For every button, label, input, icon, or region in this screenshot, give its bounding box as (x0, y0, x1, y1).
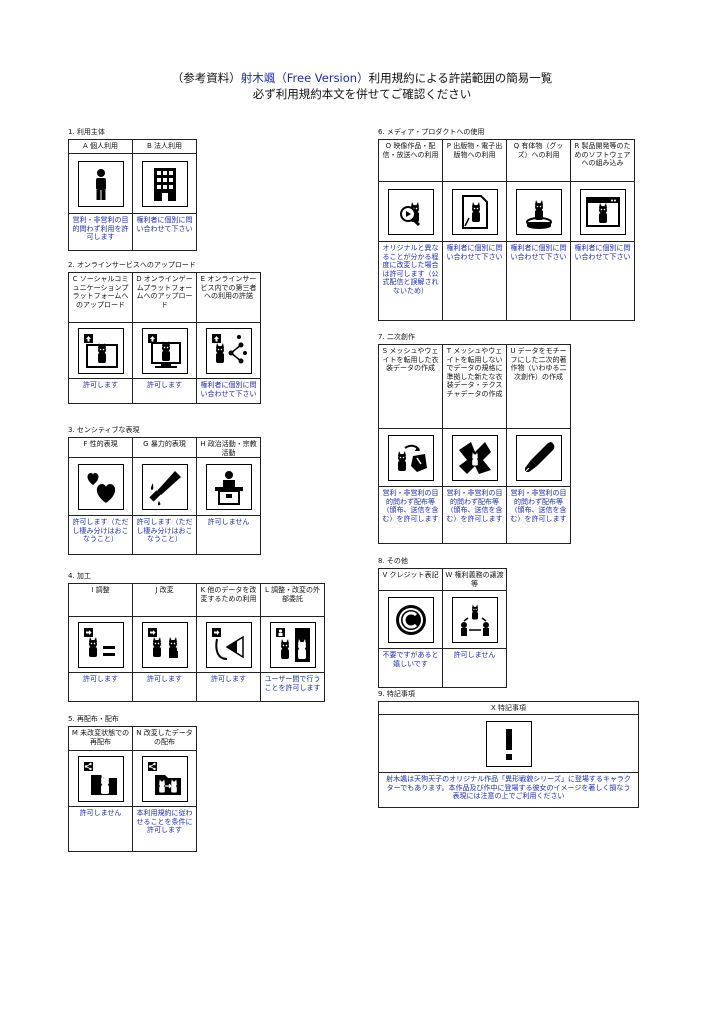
item-q-merchandise: Q 有体物（グッズ）への利用 権利者に個別に問い合わせて下さい (507, 140, 571, 320)
character-name: 射木颯（Free Version） (240, 71, 369, 85)
item-o-video-broadcast: O 映像作品・配信・放送への利用 オリジナルと異なることが分かる程度に改変した場… (379, 140, 443, 320)
podium-icon (205, 463, 252, 510)
knife-icon (141, 463, 188, 510)
adjust-icon (77, 621, 124, 668)
section-9-special-notes: 9. 特記事項 X 特記事項 射木颯は天狗天子のオリジナル作品「異形戦貌シリーズ… (378, 690, 639, 808)
item-b-corporate-use: B 法人利用 権利者に個別に問い合わせて下さい (133, 140, 196, 250)
document-title: （参考資料）射木颯（Free Version）利用規約による許諾範囲の簡易一覧 (171, 71, 553, 85)
section-1-usage-subject: 1. 利用主体 A 個人利用 営利・非営利の目的問わず利用を許可します B 法人… (68, 128, 197, 251)
document-subtitle: 必ず利用規約本文を併せてご確認ください (252, 87, 472, 101)
section-7-derivative-works: 7. 二次創作 S メッシュやウェイトを転用した衣装データの作成 営利・非営利の… (378, 333, 571, 544)
item-h-political-religious: H 政治活動・宗教活動 許可しません (197, 438, 260, 554)
item-j-modification: J 改変 許可します (133, 584, 197, 701)
publication-icon (451, 188, 498, 235)
item-s-costume-mesh-reuse: S メッシュやウェイトを転用した衣装データの作成 営利・非営利の目的問わず配布等… (379, 345, 443, 543)
item-w-rights-transfer: W 権利義務の譲渡等 許可しません (443, 569, 506, 687)
section-5-redistribution: 5. 再配布・配布 M 未改変状態での再配布 許可しません N 改変したデータの… (68, 715, 197, 852)
video-icon (387, 188, 434, 235)
upload-game-icon (141, 327, 188, 374)
building-icon (141, 160, 188, 207)
outsource-icon (269, 621, 316, 668)
reuse-data-icon (205, 621, 252, 668)
costume-convert-icon (387, 434, 434, 481)
section-4-processing: 4. 加工 I 調整 許可します J 改変 許可します K 他のデータを改変する… (68, 572, 325, 702)
item-a-personal-use: A 個人利用 営利・非営利の目的問わず利用を許可します (69, 140, 133, 250)
item-l-outsourcing: L 調整・改変の外部委託 ユーザー間で行うことを許可します (261, 584, 324, 701)
redistribute-folder-icon (77, 755, 124, 802)
share-third-party-icon (205, 327, 252, 374)
section-3-sensitive-expression: 3. センシティブな表現 F 性的表現 許可します（ただし棲み分けはおこなうこと… (68, 426, 261, 555)
section-label: 1. 利用主体 (68, 128, 105, 136)
copyright-icon (387, 596, 434, 643)
distribute-modified-icon (141, 755, 188, 802)
item-x-special-notes: X 特記事項 射木颯は天狗天子のオリジナル作品「異形戦貌シリーズ」に登場するキャ… (379, 702, 638, 807)
item-m-unmodified-redistribution: M 未改変状態での再配布 許可しません (69, 727, 133, 851)
hearts-icon (77, 463, 124, 510)
item-n-modified-distribution: N 改変したデータの配布 本利用規約に従わせることを条件に許可します (133, 727, 196, 851)
item-f-sexual-expression: F 性的表現 許可します（ただし棲み分けはおこなうこと） (69, 438, 133, 554)
item-t-new-costume-data: T メッシュやウェイトを転用しないでデータの規格に準拠した新たな衣装データ・テク… (443, 345, 507, 543)
item-v-credit-notation: V クレジット表記 不要ですがあると嬉しいです (379, 569, 443, 687)
pen-nib-icon (515, 434, 562, 481)
item-r-software-embedding: R 製品開発等のためのソフトウェアへの組み込み 権利者に個別に問い合わせて下さい (571, 140, 634, 320)
software-window-icon (579, 188, 626, 235)
section-6-media-products: 6. メディア・プロダクトへの使用 O 映像作品・配信・放送への利用 オリジナル… (378, 128, 635, 321)
upload-social-icon (77, 327, 124, 374)
person-icon (77, 160, 124, 207)
item-p-publications: P 出版物・電子出版物への利用 権利者に個別に問い合わせて下さい (443, 140, 507, 320)
item-k-reuse-for-other-data: K 他のデータを改変するための利用 許可します (197, 584, 261, 701)
item-g-violent-expression: G 暴力的表現 許可します（ただし棲み分けはおこなうこと） (133, 438, 197, 554)
merchandise-icon (515, 188, 562, 235)
transfer-icon (451, 596, 498, 643)
item-u-derivative-creation: U データをモチーフにした二次的著作物（いわゆる二次創作）の作成 営利・非営利の… (507, 345, 570, 543)
section-2-online-upload: 2. オンラインサービスへのアップロード C ソーシャルコミュニケーションプラッ… (68, 261, 261, 404)
section-8-other: 8. その他 V クレジット表記 不要ですがあると嬉しいです W 権利義務の譲渡… (378, 557, 507, 688)
exclamation-icon (485, 720, 532, 767)
item-c-social-upload: C ソーシャルコミュニケーションプラットフォームへのアップロード 許可します (69, 273, 133, 403)
item-d-game-upload: D オンラインゲームプラットフォームへのアップロード 許可します (133, 273, 197, 403)
item-e-third-party-license: E オンラインサービス内での第三者への利用の許諾 権利者に個別に問い合わせて下さ… (197, 273, 260, 403)
new-costume-icon (451, 434, 498, 481)
modify-icon (141, 621, 188, 668)
item-i-adjustment: I 調整 許可します (69, 584, 133, 701)
